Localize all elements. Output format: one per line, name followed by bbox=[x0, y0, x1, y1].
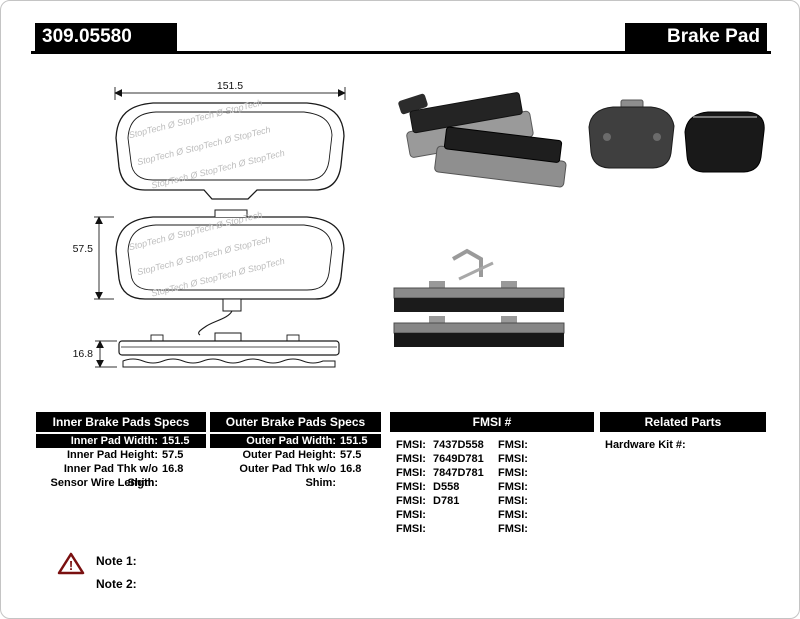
spec-value: 16.8 bbox=[340, 463, 362, 475]
spec-value: 57.5 bbox=[162, 449, 184, 461]
header-divider bbox=[31, 51, 771, 54]
photo-pads-angled bbox=[398, 92, 567, 188]
fmsi-label: FMSI: bbox=[498, 495, 528, 507]
width-dimension bbox=[114, 87, 346, 100]
fmsi-value: D558 bbox=[433, 481, 460, 493]
pad-side-view bbox=[118, 332, 340, 368]
fmsi-label: FMSI: bbox=[498, 481, 528, 493]
fmsi-row: FMSI: bbox=[498, 494, 532, 508]
fmsi-header: FMSI # bbox=[390, 412, 594, 432]
fmsi-value: D781 bbox=[433, 495, 460, 507]
fmsi-row: FMSI: D558 bbox=[396, 480, 459, 494]
fmsi-row: FMSI: bbox=[498, 522, 532, 536]
spec-label: Inner Pad Width: bbox=[70, 435, 158, 447]
inner-spec-row: Inner Pad Width: 151.5 bbox=[36, 434, 206, 448]
spec-label: Inner Pad Height: bbox=[66, 449, 158, 461]
fmsi-value: 7437D558 bbox=[433, 439, 484, 451]
fmsi-value: 7649D781 bbox=[433, 453, 484, 465]
thickness-dimension-label: 16.8 bbox=[73, 348, 94, 360]
outer-spec-row: Outer Pad Width: 151.5 bbox=[210, 434, 381, 448]
fmsi-row: FMSI: bbox=[396, 522, 430, 536]
fmsi-label: FMSI: bbox=[396, 481, 426, 493]
inner-specs-header: Inner Brake Pads Specs bbox=[36, 412, 206, 432]
fmsi-row: FMSI: bbox=[498, 480, 532, 494]
spec-label: Sensor Wire Length: bbox=[50, 477, 158, 489]
spec-label: Inner Pad Thk w/o Shim: bbox=[63, 463, 158, 489]
fmsi-row: FMSI: bbox=[396, 508, 430, 522]
outer-spec-row: Outer Pad Height: 57.5 bbox=[210, 448, 381, 462]
note-1: Note 1: bbox=[96, 554, 137, 568]
part-number: 309.05580 bbox=[35, 23, 177, 51]
fmsi-row: FMSI: bbox=[498, 438, 532, 452]
fmsi-label: FMSI: bbox=[396, 439, 426, 451]
fmsi-label: FMSI: bbox=[498, 453, 528, 465]
product-title: Brake Pad bbox=[625, 23, 767, 51]
spec-label: Outer Pad Thk w/o Shim: bbox=[239, 463, 336, 489]
inner-spec-row: Inner Pad Thk w/o Shim: 16.8 bbox=[36, 462, 206, 489]
photo-pads-front-back bbox=[588, 99, 765, 173]
fmsi-label: FMSI: bbox=[498, 509, 528, 521]
outer-spec-row: Outer Pad Thk w/o Shim: 16.8 bbox=[210, 462, 381, 489]
fmsi-label: FMSI: bbox=[396, 453, 426, 465]
brake-pad-product-photos bbox=[393, 92, 765, 347]
pad-front-view bbox=[115, 209, 345, 300]
related-parts-header: Related Parts bbox=[600, 412, 766, 432]
fmsi-row: FMSI: D781 bbox=[396, 494, 459, 508]
note-2: Note 2: bbox=[96, 577, 137, 591]
fmsi-label: FMSI: bbox=[498, 439, 528, 451]
width-dimension-label: 151.5 bbox=[217, 80, 243, 92]
pad-top-view bbox=[115, 102, 345, 200]
fmsi-row: FMSI: 7649D781 bbox=[396, 452, 484, 466]
spec-value: 151.5 bbox=[340, 435, 368, 447]
brake-pad-technical-drawing: 151.5 StopTech Ø StopTech Ø StopTech Sto… bbox=[73, 80, 346, 368]
thickness-dimension bbox=[95, 340, 117, 368]
height-dimension bbox=[94, 216, 114, 300]
fmsi-value: 7847D781 bbox=[433, 467, 484, 479]
spec-label: Outer Pad Height: bbox=[242, 449, 336, 461]
photo-pads-edge-view bbox=[393, 248, 565, 347]
wear-sensor-wire bbox=[198, 298, 242, 336]
fmsi-row: FMSI: bbox=[498, 452, 532, 466]
svg-text:!: ! bbox=[69, 558, 73, 573]
height-dimension-label: 57.5 bbox=[73, 243, 94, 255]
fmsi-label: FMSI: bbox=[396, 495, 426, 507]
warning-triangle-icon: ! bbox=[57, 552, 85, 575]
fmsi-row: FMSI: 7847D781 bbox=[396, 466, 484, 480]
fmsi-label: FMSI: bbox=[396, 523, 426, 535]
fmsi-row: FMSI: bbox=[498, 466, 532, 480]
fmsi-label: FMSI: bbox=[498, 523, 528, 535]
fmsi-row: FMSI: 7437D558 bbox=[396, 438, 484, 452]
related-part-row: Hardware Kit #: bbox=[605, 438, 690, 452]
inner-spec-row: Inner Pad Height: 57.5 bbox=[36, 448, 206, 462]
related-part-label: Hardware Kit #: bbox=[605, 439, 686, 451]
fmsi-label: FMSI: bbox=[396, 467, 426, 479]
spec-value: 57.5 bbox=[340, 449, 362, 461]
outer-specs-header: Outer Brake Pads Specs bbox=[210, 412, 381, 432]
fmsi-label: FMSI: bbox=[396, 509, 426, 521]
spec-label: Outer Pad Width: bbox=[246, 435, 336, 447]
fmsi-label: FMSI: bbox=[498, 467, 528, 479]
spec-value: 151.5 bbox=[162, 435, 190, 447]
fmsi-row: FMSI: bbox=[498, 508, 532, 522]
inner-spec-row: Sensor Wire Length: bbox=[36, 476, 206, 490]
spec-value: 16.8 bbox=[162, 463, 184, 475]
